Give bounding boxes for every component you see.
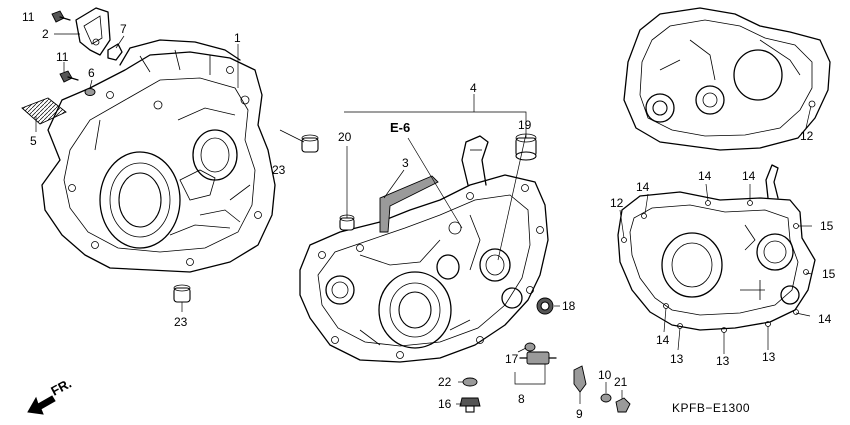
callout-14-e: 14 xyxy=(656,333,670,347)
callout-12-lower: 12 xyxy=(610,196,624,210)
callout-9: 9 xyxy=(576,407,583,421)
callout-4: 4 xyxy=(470,81,477,95)
callout-12-upper: 12 xyxy=(800,129,814,143)
oil-seal xyxy=(536,297,554,315)
right-case-outline-bottom xyxy=(617,164,816,333)
callout-14-a: 14 xyxy=(636,180,650,194)
bolt-lower xyxy=(59,70,79,83)
callout-11-lower: 11 xyxy=(56,50,69,64)
front-label: FR. xyxy=(48,376,74,399)
callout-2: 2 xyxy=(42,27,49,41)
callout-14-b: 14 xyxy=(698,169,712,183)
callout-20: 20 xyxy=(338,130,352,144)
hex-nut xyxy=(600,393,612,403)
diagram-code: KPFB−E1300 xyxy=(672,401,750,415)
callout-14-c: 14 xyxy=(742,169,756,183)
callout-3: 3 xyxy=(402,156,409,170)
callout-13-d: 13 xyxy=(762,350,776,364)
callout-18: 18 xyxy=(562,299,576,313)
clip xyxy=(107,43,123,61)
callout-6: 6 xyxy=(88,66,95,80)
dowel-pin xyxy=(84,88,96,96)
callout-7: 7 xyxy=(120,22,127,36)
left-crankcase xyxy=(41,39,276,273)
callout-16: 16 xyxy=(438,397,452,411)
flange-nut xyxy=(615,397,631,413)
callout-23-lower: 23 xyxy=(174,315,188,329)
callout-11-upper: 11 xyxy=(22,10,35,24)
breather-cover xyxy=(75,7,111,56)
front-direction-arrow-icon xyxy=(27,395,56,415)
reference-label: E-6 xyxy=(390,120,410,135)
drain-bolt xyxy=(459,397,481,413)
callout-labels: 1 2 3 4 5 6 7 8 9 10 11 11 12 12 13 13 1… xyxy=(22,10,836,421)
left-case-outline-top xyxy=(623,7,831,151)
sealing-washer xyxy=(524,342,536,352)
callout-13-c: 13 xyxy=(716,354,730,368)
callout-17: 17 xyxy=(505,352,519,366)
callout-8: 8 xyxy=(518,392,525,406)
callout-14-d: 14 xyxy=(818,312,832,326)
callout-23-upper: 23 xyxy=(272,163,286,177)
callout-1: 1 xyxy=(234,31,241,45)
callout-19: 19 xyxy=(518,118,532,132)
callout-15-upper: 15 xyxy=(820,219,834,233)
callout-15-lower: 15 xyxy=(822,267,836,281)
bolt-upper xyxy=(51,10,71,23)
leader-lines xyxy=(35,33,813,405)
callout-21: 21 xyxy=(614,375,628,389)
callout-5: 5 xyxy=(30,134,37,148)
dowel-23-lower xyxy=(173,284,191,303)
dowel-23-upper xyxy=(301,134,319,153)
wire-clip xyxy=(573,365,587,393)
callout-13-a: 13 xyxy=(670,352,684,366)
neutral-switch xyxy=(519,351,557,365)
right-crankcase xyxy=(299,135,549,363)
callout-22: 22 xyxy=(438,375,452,389)
drain-washer xyxy=(462,377,478,387)
stay-bracket xyxy=(379,175,439,233)
oil-strainer-screen xyxy=(21,97,67,125)
callout-10: 10 xyxy=(598,368,612,382)
